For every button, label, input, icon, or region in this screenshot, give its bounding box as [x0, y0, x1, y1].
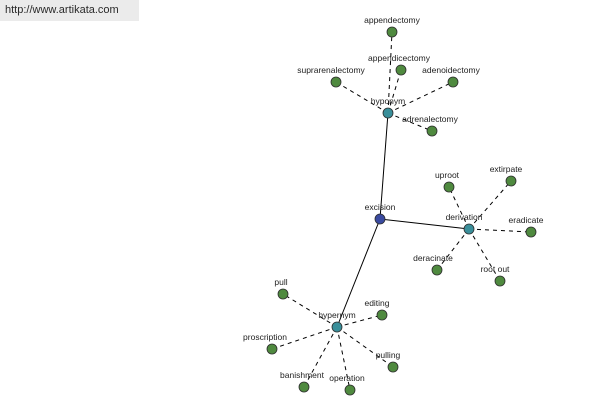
edge-derivation-extirpate — [468, 180, 512, 230]
watermark-url[interactable]: http://www.artikata.com — [0, 0, 139, 21]
node-circle-adrenalectomy[interactable] — [426, 125, 438, 137]
node-pull[interactable]: pull — [274, 277, 289, 300]
edge-excision-hypernym — [336, 218, 381, 328]
node-circle-derivation[interactable] — [463, 223, 475, 235]
node-appendicectomy[interactable]: appendicectomy — [368, 53, 431, 76]
edge-derivation-eradicate — [468, 228, 532, 233]
node-circle-extirpate[interactable] — [505, 175, 517, 187]
node-extirpate[interactable]: extirpate — [490, 164, 523, 187]
edge-hyponym-top-suprarenalectomy — [335, 81, 389, 114]
node-label-operation[interactable]: operation — [329, 373, 365, 383]
edge-hypernym-operation — [336, 326, 351, 391]
node-label-adrenalectomy[interactable]: adrenalectomy — [402, 114, 459, 124]
node-label-root-out[interactable]: root out — [481, 264, 510, 274]
node-circle-uproot[interactable] — [443, 181, 455, 193]
node-circle-hyponym-top[interactable] — [382, 107, 394, 119]
node-circle-pull[interactable] — [277, 288, 289, 300]
node-label-banishment[interactable]: banishment — [280, 370, 325, 380]
node-circle-editing[interactable] — [376, 309, 388, 321]
node-label-extirpate[interactable]: extirpate — [490, 164, 523, 174]
node-hyponym-top[interactable]: hyponym — [371, 96, 406, 119]
edge-derivation-root-out — [468, 228, 501, 282]
edge-hypernym-proscription — [271, 326, 338, 350]
edge-hyponym-top-appendicectomy — [387, 69, 402, 114]
node-label-hyponym-top[interactable]: hyponym — [371, 96, 406, 106]
edge-hypernym-pulling — [336, 326, 394, 368]
node-root-out[interactable]: root out — [481, 264, 510, 287]
node-circle-operation[interactable] — [344, 384, 356, 396]
node-editing[interactable]: editing — [364, 298, 390, 321]
edge-hypernym-pull — [282, 293, 338, 328]
node-circle-root-out[interactable] — [494, 275, 506, 287]
node-circle-adenoidectomy[interactable] — [447, 76, 459, 88]
node-circle-appendectomy[interactable] — [386, 26, 398, 38]
node-label-uproot[interactable]: uproot — [435, 170, 460, 180]
nodes-layer: excision hyponym derivation hypernym appende… — [243, 15, 544, 396]
node-label-appendicectomy[interactable]: appendicectomy — [368, 53, 431, 63]
node-label-excision[interactable]: excision — [365, 202, 396, 212]
node-adrenalectomy[interactable]: adrenalectomy — [402, 114, 459, 137]
node-label-proscription[interactable]: proscription — [243, 332, 287, 342]
edge-hyponym-top-appendectomy — [387, 31, 393, 114]
node-label-editing[interactable]: editing — [364, 298, 389, 308]
node-label-pulling[interactable]: pulling — [376, 350, 401, 360]
node-circle-proscription[interactable] — [266, 343, 278, 355]
node-label-hypernym[interactable]: hypernym — [318, 310, 355, 320]
node-circle-eradicate[interactable] — [525, 226, 537, 238]
edge-derivation-uproot — [448, 186, 470, 230]
node-circle-pulling[interactable] — [387, 361, 399, 373]
node-operation[interactable]: operation — [329, 373, 365, 396]
edge-excision-hyponym-top — [379, 112, 389, 220]
node-label-appendectomy[interactable]: appendectomy — [364, 15, 421, 25]
edge-derivation-deracinate — [436, 228, 470, 271]
node-uproot[interactable]: uproot — [435, 170, 460, 193]
node-label-eradicate[interactable]: eradicate — [509, 215, 544, 225]
node-suprarenalectomy[interactable]: suprarenalectomy — [297, 65, 366, 88]
node-derivation[interactable]: derivation — [446, 212, 483, 235]
node-label-suprarenalectomy[interactable]: suprarenalectomy — [297, 65, 365, 75]
node-label-derivation[interactable]: derivation — [446, 212, 483, 222]
node-label-deracinate[interactable]: deracinate — [413, 253, 453, 263]
node-pulling[interactable]: pulling — [376, 350, 401, 373]
node-circle-deracinate[interactable] — [431, 264, 443, 276]
node-label-pull[interactable]: pull — [274, 277, 287, 287]
edge-excision-derivation — [379, 218, 470, 230]
node-appendectomy[interactable]: appendectomy — [364, 15, 421, 38]
node-circle-banishment[interactable] — [298, 381, 310, 393]
node-adenoidectomy[interactable]: adenoidectomy — [422, 65, 481, 88]
node-banishment[interactable]: banishment — [280, 370, 325, 393]
node-circle-hypernym[interactable] — [331, 321, 343, 333]
node-hypernym[interactable]: hypernym — [318, 310, 356, 333]
node-deracinate[interactable]: deracinate — [413, 253, 453, 276]
node-excision[interactable]: excision — [365, 202, 396, 225]
edges-layer — [271, 31, 532, 391]
node-circle-appendicectomy[interactable] — [395, 64, 407, 76]
node-proscription[interactable]: proscription — [243, 332, 287, 355]
node-circle-suprarenalectomy[interactable] — [330, 76, 342, 88]
node-label-adenoidectomy[interactable]: adenoidectomy — [422, 65, 480, 75]
edge-hypernym-banishment — [303, 326, 338, 388]
node-circle-excision[interactable] — [374, 213, 386, 225]
node-eradicate[interactable]: eradicate — [509, 215, 544, 238]
